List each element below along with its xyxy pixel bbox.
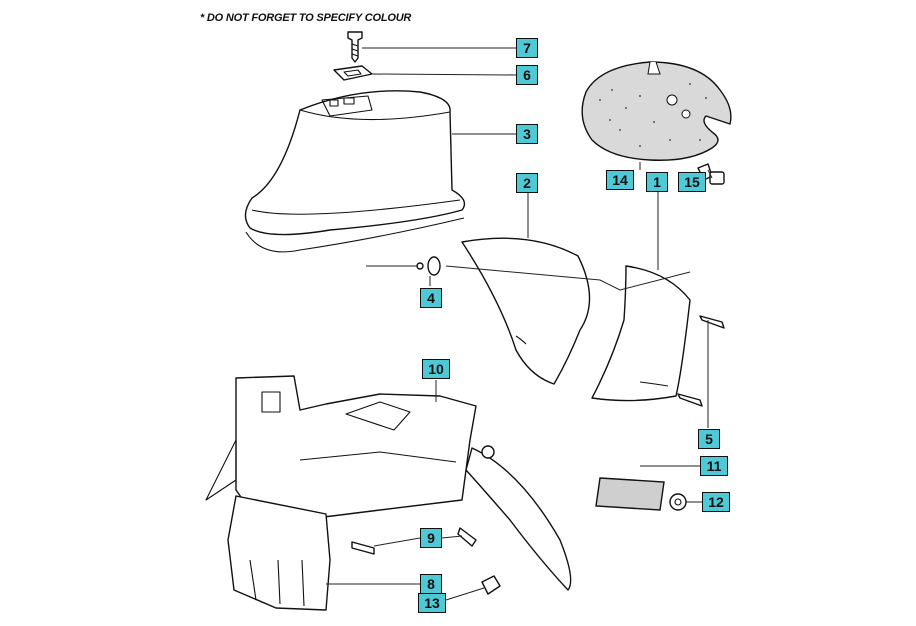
callout-6: 6: [516, 65, 538, 85]
part-15-bolt: [697, 163, 725, 185]
callout-10: 10: [422, 359, 450, 379]
callout-12: 12: [702, 492, 730, 512]
callout-8: 8: [420, 574, 442, 594]
callout-3: 3: [516, 124, 538, 144]
part-14-gasket: [581, 61, 732, 161]
part-9-screws: [351, 527, 477, 555]
callout-11: 11: [700, 456, 728, 476]
leader-lines: [326, 47, 713, 601]
callout-9: 9: [420, 528, 442, 548]
callout-13: 13: [418, 593, 446, 613]
part-3-body-cover: [244, 90, 466, 253]
part-11-reflector: [595, 477, 665, 511]
part-1-side-panel: [591, 265, 691, 402]
part-13-clip: [481, 575, 501, 595]
callout-2: 2: [516, 173, 538, 193]
colour-note: * DO NOT FORGET TO SPECIFY COLOUR: [200, 12, 412, 24]
part-8-mudflap: [227, 495, 331, 611]
callout-5: 5: [698, 429, 720, 449]
part-5-screws: [677, 315, 725, 407]
part-10-frame: [205, 375, 572, 591]
callout-4: 4: [420, 288, 442, 308]
part-7-screw: [347, 31, 363, 63]
part-12-nut: [669, 493, 687, 511]
callout-15: 15: [678, 172, 706, 192]
callout-1: 1: [646, 172, 668, 192]
callout-14: 14: [606, 170, 634, 190]
part-6-clip: [333, 65, 373, 81]
callout-7: 7: [516, 38, 538, 58]
part-4-grommet: [416, 256, 441, 276]
part-2-side-panel: [461, 237, 591, 385]
